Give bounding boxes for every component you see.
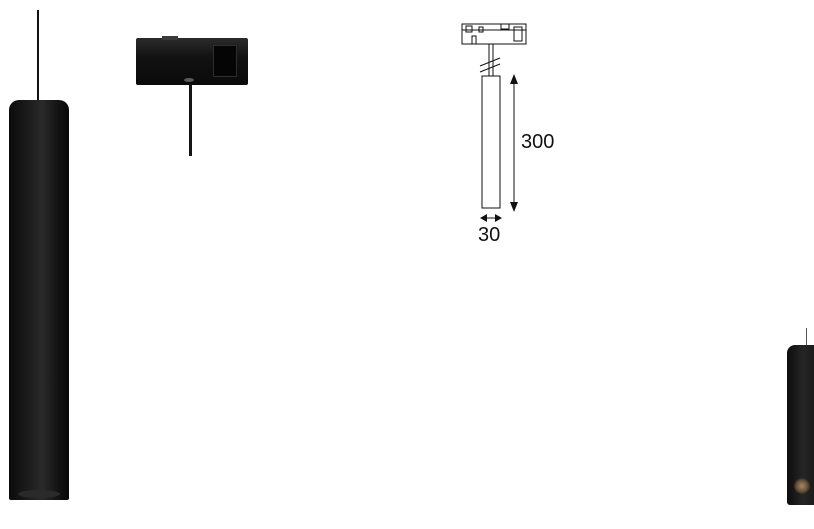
drawing-adapter-outline [461, 23, 527, 45]
drawing-adapter-detail [500, 23, 510, 30]
adapter-top-detail [162, 36, 178, 40]
width-dimension-label: 30 [478, 224, 501, 246]
drawing-arrow-right [495, 214, 502, 222]
drawing-adapter-detail [465, 25, 473, 33]
pendant-cable [37, 10, 39, 102]
drawing-break-mark [479, 57, 501, 67]
drawing-adapter-detail [471, 35, 477, 45]
drawing-arrow-down [510, 202, 518, 212]
adapter-latch [213, 45, 237, 77]
drawing-arrow-left [480, 214, 487, 222]
height-dimension-label: 300 [521, 131, 555, 153]
drawing-break-mark [479, 63, 501, 73]
pendant-bottom-rim [18, 490, 60, 498]
pendant-small-cable [806, 328, 807, 348]
adapter-screw [184, 78, 194, 82]
drawing-adapter-detail [478, 26, 484, 33]
drawing-tube-outline [481, 75, 501, 209]
adapter-cable [189, 84, 192, 156]
pendant-lens [794, 478, 810, 494]
drawing-adapter-detail [513, 26, 523, 42]
technical-dimension-drawing [461, 23, 527, 222]
pendant-tube-body [9, 100, 69, 500]
drawing-arrow-up [510, 74, 518, 84]
